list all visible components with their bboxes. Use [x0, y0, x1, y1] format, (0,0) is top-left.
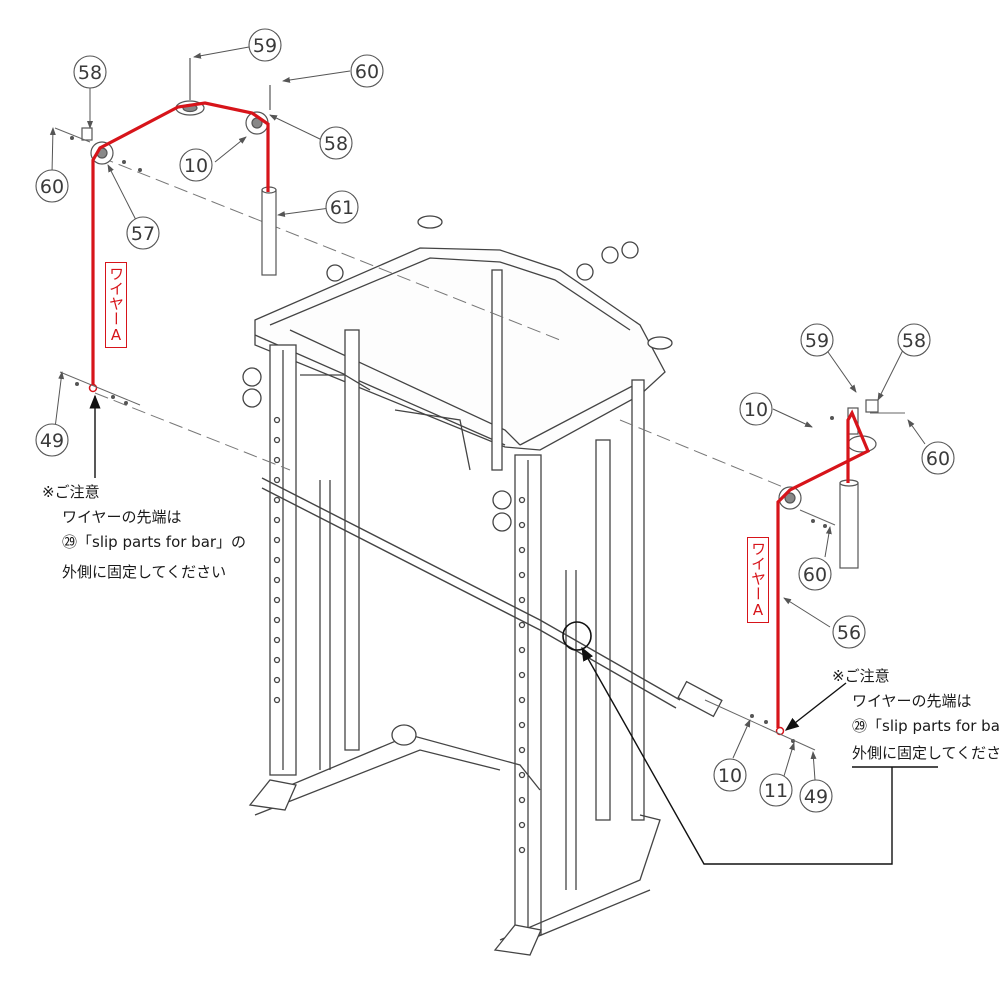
note-left: ※ご注意 ワイヤーの先端は ㉙「slip parts for bar」の 外側に…	[42, 480, 246, 585]
svg-text:58: 58	[902, 330, 926, 352]
note-pointers	[89, 394, 938, 865]
svg-text:11: 11	[764, 780, 788, 802]
svg-text:60: 60	[926, 448, 950, 470]
wire-a-label-right: ワイヤーA	[747, 537, 769, 623]
note-left-line4: 外側に固定してください	[62, 563, 227, 581]
note-right-line2: ワイヤーの先端は	[852, 692, 972, 710]
svg-text:61: 61	[330, 197, 354, 219]
svg-text:60: 60	[40, 176, 64, 198]
wire-a-label-left: ワイヤーA	[105, 262, 127, 348]
note-left-line3: ㉙「slip parts for bar」の	[62, 533, 247, 551]
callout-10-right-b: 10	[713, 758, 747, 792]
callout-60-right-b: 60	[798, 557, 832, 591]
wire-a-right	[776, 409, 871, 728]
left-pulley-assembly	[81, 58, 277, 276]
callout-11-right: 11	[759, 773, 793, 807]
callout-57-left: 57	[126, 216, 160, 250]
svg-text:60: 60	[355, 61, 379, 83]
svg-text:10: 10	[184, 155, 208, 177]
svg-text:60: 60	[803, 564, 827, 586]
callout-58-left-a: 58	[73, 55, 107, 89]
note-right-line4: 外側に固定してください	[852, 744, 1000, 762]
callout-60-left-b: 60	[35, 169, 69, 203]
note-right: ※ご注意 ワイヤーの先端は ㉙「slip parts for bar」の 外側に…	[832, 664, 1000, 766]
weight-tube-right	[839, 482, 859, 569]
callout-59-left: 59	[248, 28, 282, 62]
power-rack-frame	[242, 215, 723, 956]
callout-49-left: 49	[35, 423, 69, 457]
detail-leader	[581, 646, 893, 865]
right-pulley-assembly	[778, 399, 879, 569]
callout-49-right: 49	[799, 779, 833, 813]
callout-60-right-a: 60	[921, 441, 955, 475]
svg-text:59: 59	[253, 35, 277, 57]
svg-text:49: 49	[40, 430, 64, 452]
svg-text:49: 49	[804, 786, 828, 808]
callout-61-left: 61	[325, 190, 359, 224]
callout-58-left-b: 58	[319, 126, 353, 160]
callout-59-right: 59	[800, 323, 834, 357]
svg-text:58: 58	[78, 62, 102, 84]
callout-10-left: 10	[179, 148, 213, 182]
svg-text:10: 10	[744, 399, 768, 421]
wire-a-left	[91, 101, 270, 385]
callout-10-right-a: 10	[739, 392, 773, 426]
callout-58-right: 58	[897, 323, 931, 357]
axis-lines	[94, 156, 801, 495]
weight-tube-61	[261, 189, 277, 276]
svg-text:56: 56	[837, 622, 861, 644]
note-left-line1: ※ご注意	[42, 483, 100, 501]
svg-text:58: 58	[324, 133, 348, 155]
leader-lines	[49, 46, 926, 781]
note-right-line1: ※ご注意	[832, 667, 890, 685]
callout-56-right: 56	[832, 615, 866, 649]
note-right-line3: ㉙「slip parts for bar」の	[852, 717, 1000, 735]
callout-60-left-top: 60	[350, 54, 384, 88]
svg-text:59: 59	[805, 330, 829, 352]
note-left-line2: ワイヤーの先端は	[62, 508, 182, 526]
right-note-arrow	[784, 682, 847, 731]
svg-text:57: 57	[131, 223, 155, 245]
svg-text:10: 10	[718, 765, 742, 787]
